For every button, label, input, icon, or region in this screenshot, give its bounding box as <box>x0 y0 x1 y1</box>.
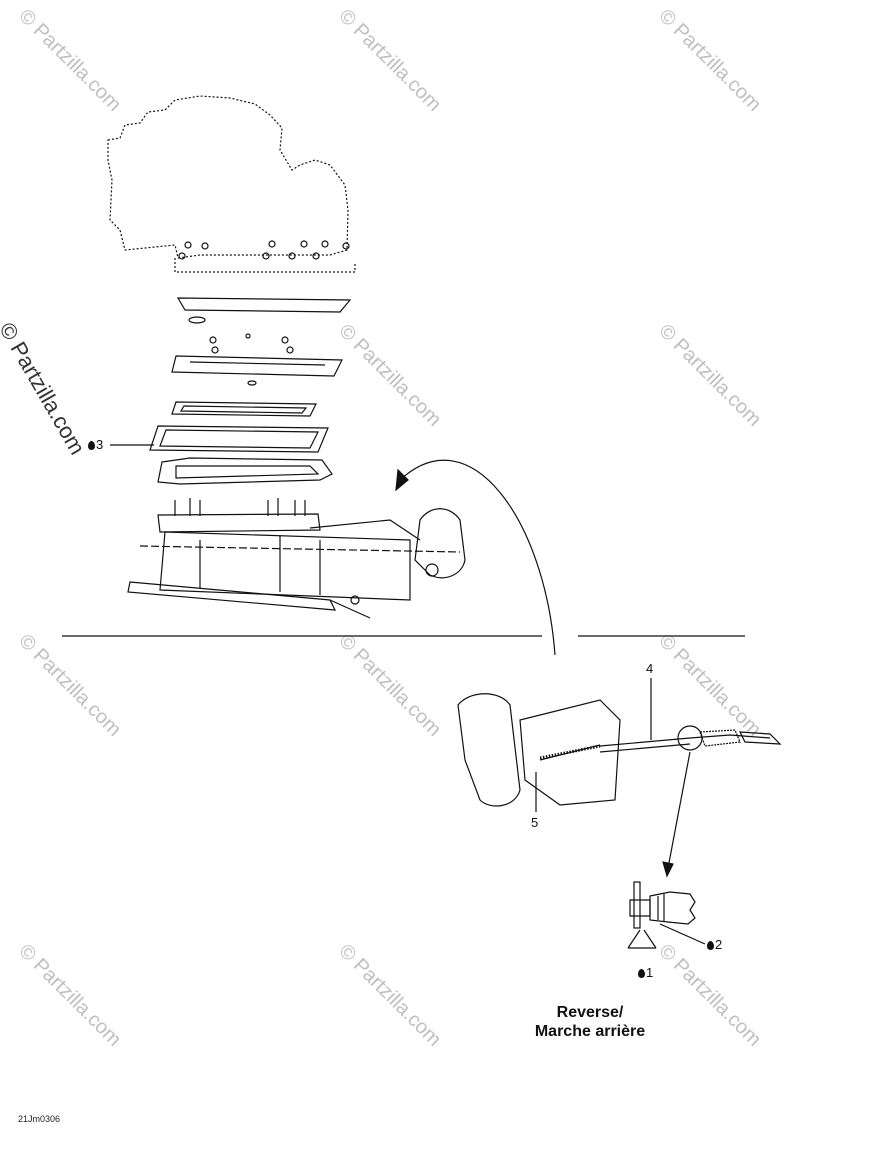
caption-line-1: Reverse/ <box>556 1004 624 1021</box>
engine-outline <box>107 95 349 259</box>
pump-body <box>159 531 411 601</box>
steering-nozzle <box>414 508 466 579</box>
oil-drop-icon <box>88 441 95 450</box>
gate-housing <box>519 699 621 806</box>
callout-4: 4 <box>646 661 654 676</box>
detail-arrow <box>667 751 691 869</box>
flame-arrester-plate <box>171 355 343 377</box>
callout-1: 1 <box>638 965 653 980</box>
callout-2: 2 <box>707 937 722 952</box>
arc-arrow <box>399 459 556 656</box>
fitting-body <box>649 891 696 925</box>
figure-code: 21Jm0306 <box>18 1114 61 1124</box>
engine-bolts <box>178 240 350 260</box>
oil-drop-icon <box>638 969 645 978</box>
callout-3: 3 <box>88 437 103 452</box>
ride-plate <box>127 581 337 611</box>
upper-gasket <box>176 297 352 313</box>
callout-5: 5 <box>531 815 539 830</box>
spring-rod <box>539 744 601 760</box>
pump-housing-top <box>157 513 321 533</box>
engine-base-flange <box>174 258 356 273</box>
o-ring <box>188 316 206 324</box>
filter-tray <box>149 425 329 453</box>
bulkhead <box>633 881 641 929</box>
lower-gasket <box>157 457 333 485</box>
reverse-gate <box>457 693 521 807</box>
oil-drop-icon <box>707 941 714 950</box>
leader-2 <box>659 923 706 945</box>
cable-boot <box>699 729 741 747</box>
detail-caption: Reverse/ Marche arrière <box>500 1003 680 1041</box>
caption-line-2: Marche arrière <box>534 1023 646 1040</box>
studs <box>174 498 306 516</box>
frame-gasket <box>171 401 317 417</box>
leader-1 <box>627 929 657 949</box>
plate-bolts <box>209 333 294 354</box>
reverse-cable <box>599 734 771 747</box>
